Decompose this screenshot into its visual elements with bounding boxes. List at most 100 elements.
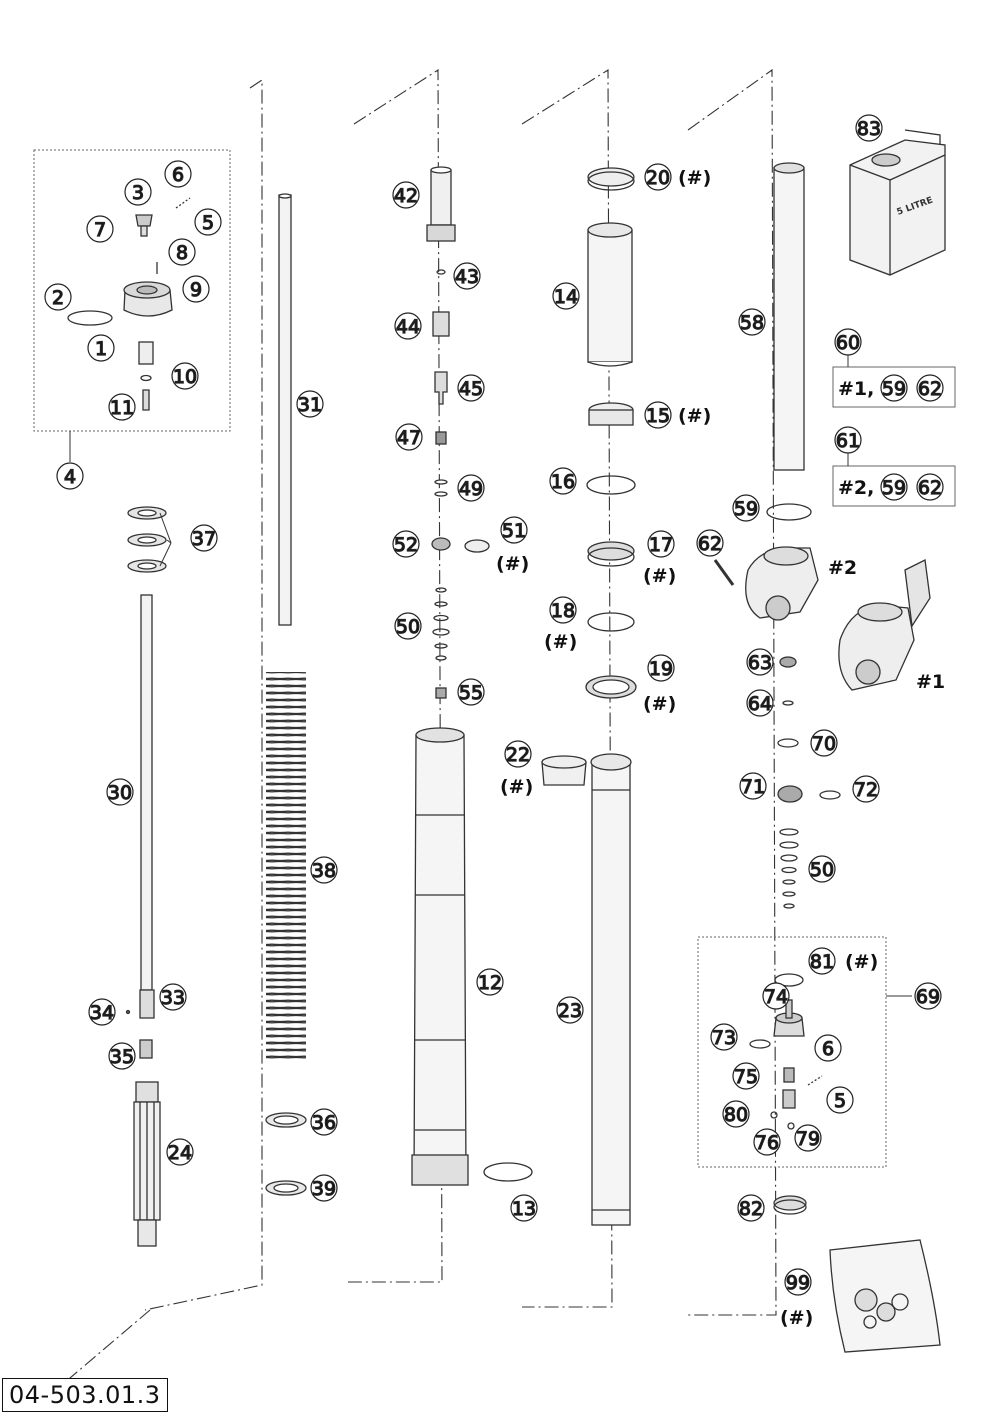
callout-16: 16 — [549, 467, 577, 495]
callout-17: 17 — [647, 530, 675, 558]
callout-6b: 6 — [814, 1034, 842, 1062]
callout-14: 14 — [552, 282, 580, 310]
callout-71: 71 — [739, 772, 767, 800]
callout-82: 82 — [737, 1194, 765, 1222]
callout-12: 12 — [476, 968, 504, 996]
svg-text:17: 17 — [649, 534, 673, 556]
svg-text:63: 63 — [748, 652, 772, 674]
svg-text:(#): (#) — [845, 951, 878, 973]
svg-text:60: 60 — [836, 332, 860, 354]
svg-text:81: 81 — [810, 951, 834, 973]
outer-tube-12-drawing — [411, 727, 469, 1186]
svg-text:61: 61 — [836, 430, 860, 452]
callout-18: 18 — [549, 596, 577, 624]
svg-text:52: 52 — [394, 534, 418, 556]
svg-text:62: 62 — [698, 533, 722, 555]
svg-text:22: 22 — [506, 744, 530, 766]
svg-text:#1: #1 — [916, 671, 945, 693]
svg-text:50: 50 — [396, 616, 420, 638]
svg-text:51: 51 — [502, 520, 526, 542]
svg-text:4: 4 — [64, 466, 76, 488]
callout-38: 38 — [310, 856, 338, 884]
callout-47: 47 — [395, 423, 423, 451]
grease-bag-99-drawing — [829, 1239, 941, 1353]
washers-37-drawing — [127, 506, 167, 573]
svg-text:(#): (#) — [643, 565, 676, 587]
svg-text:6: 6 — [172, 164, 184, 186]
callout-6: 6 — [164, 160, 192, 188]
svg-text:3: 3 — [132, 182, 144, 204]
callout-19: 19 — [647, 654, 675, 682]
svg-text:43: 43 — [455, 266, 479, 288]
svg-text:15: 15 — [646, 405, 670, 427]
svg-text:64: 64 — [748, 693, 772, 715]
svg-text:74: 74 — [764, 986, 788, 1008]
part-42-drawing — [426, 166, 456, 242]
svg-text:73: 73 — [712, 1027, 736, 1049]
callout-7: 7 — [86, 215, 114, 243]
part-drawings — [67, 129, 946, 1353]
svg-text:71: 71 — [741, 776, 765, 798]
svg-text:14: 14 — [554, 286, 578, 308]
svg-text:37: 37 — [192, 528, 216, 550]
axle-clamp-2-drawing — [745, 546, 819, 621]
kit-box-60: #1, 59 62 — [832, 355, 956, 408]
callout-43: 43 — [453, 262, 481, 290]
svg-text:55: 55 — [459, 682, 483, 704]
svg-text:33: 33 — [161, 987, 185, 1009]
svg-text:75: 75 — [734, 1066, 758, 1088]
callout-30: 30 — [106, 778, 134, 806]
callout-4: 4 — [56, 462, 84, 490]
svg-text:9: 9 — [190, 279, 202, 301]
group-box-4 — [33, 149, 231, 432]
callout-2: 2 — [44, 283, 72, 311]
svg-text:5: 5 — [202, 212, 214, 234]
tube-23-drawing — [590, 753, 632, 1226]
damper-24-drawing — [133, 1081, 161, 1247]
callout-76: 76 — [753, 1128, 781, 1156]
callouts: 1 2 3 4 5 6 7 8 9 10 11 37 30 34 33 35 2… — [44, 114, 942, 1296]
callout-64: 64 — [746, 689, 774, 717]
svg-text:31: 31 — [298, 394, 322, 416]
callout-52: 52 — [392, 530, 420, 558]
svg-text:7: 7 — [94, 219, 106, 241]
callout-13: 13 — [510, 1194, 538, 1222]
svg-text:59: 59 — [882, 477, 906, 499]
callout-49: 49 — [457, 474, 485, 502]
svg-text:24: 24 — [168, 1142, 192, 1164]
callout-23: 23 — [556, 996, 584, 1024]
callout-50a: 50 — [394, 612, 422, 640]
callout-5: 5 — [194, 208, 222, 236]
callout-63: 63 — [746, 648, 774, 676]
svg-text:2: 2 — [52, 287, 64, 309]
svg-text:(#): (#) — [678, 405, 711, 427]
damper-rod-30-drawing — [140, 594, 153, 991]
callout-55: 55 — [457, 678, 485, 706]
svg-text:45: 45 — [459, 378, 483, 400]
callout-42: 42 — [392, 181, 420, 209]
svg-text:12: 12 — [478, 972, 502, 994]
callout-73: 73 — [710, 1023, 738, 1051]
svg-text:38: 38 — [312, 860, 336, 882]
callout-60: 60 — [834, 328, 862, 356]
callout-79: 79 — [794, 1124, 822, 1152]
tube-58-drawing — [773, 162, 805, 471]
svg-text:49: 49 — [459, 478, 483, 500]
svg-text:18: 18 — [551, 600, 575, 622]
svg-text:1: 1 — [95, 338, 107, 360]
callout-59: 59 — [732, 494, 760, 522]
callout-1: 1 — [87, 334, 115, 362]
inner-tube-14-drawing — [587, 222, 633, 367]
svg-text:(#): (#) — [496, 553, 529, 575]
svg-text:70: 70 — [812, 733, 836, 755]
drawing-id-label: 04-503.01.3 — [2, 1378, 168, 1412]
callout-3: 3 — [124, 178, 152, 206]
svg-text:#1,: #1, — [838, 378, 874, 400]
svg-text:80: 80 — [724, 1104, 748, 1126]
callout-51: 51 — [500, 516, 528, 544]
svg-text:(#): (#) — [544, 631, 577, 653]
callout-74: 74 — [762, 982, 790, 1010]
svg-text:50: 50 — [810, 859, 834, 881]
callout-75: 75 — [732, 1062, 760, 1090]
